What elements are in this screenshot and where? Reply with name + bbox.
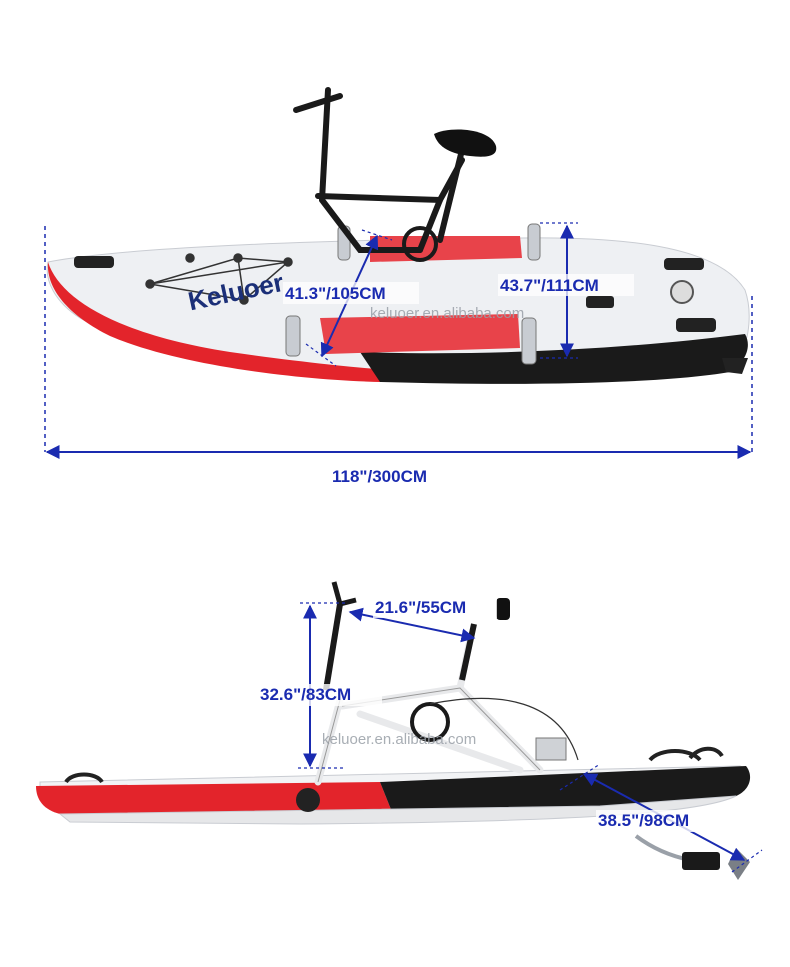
handle	[64, 772, 104, 784]
propeller-depth-label: 38.5"/98CM	[598, 811, 689, 830]
board-red-side	[36, 782, 392, 814]
seat-length-label: 41.3"/105CM	[285, 284, 386, 303]
gearbox	[535, 737, 567, 761]
frame-height-label: 43.7"/111CM	[500, 276, 599, 295]
propeller-motor	[682, 852, 720, 870]
top-view-dimensions: 118"/300CM 41.3"/105CM 43.7"/111CM	[44, 222, 753, 486]
chain-cable	[429, 697, 579, 761]
bike-frame-side	[314, 636, 544, 786]
handle	[586, 296, 614, 308]
bike-frame	[293, 87, 465, 262]
pontoon-front	[296, 788, 320, 812]
handle	[676, 318, 716, 332]
handle	[648, 749, 702, 762]
length-label: 118"/300CM	[332, 467, 427, 486]
handlebar	[331, 581, 357, 608]
dimension-extent-line	[559, 763, 601, 791]
handle	[74, 256, 114, 268]
bungee-cords	[145, 253, 293, 305]
handlebar-seat-label: 21.6"/55CM	[375, 598, 466, 617]
side-view-dimensions: 21.6"/55CM 32.6"/83CM 38.5"/98CM	[258, 596, 763, 873]
handlebar-stem	[323, 603, 343, 691]
watermark: keluoer.en.alibaba.com	[322, 731, 476, 748]
handlebar-seat-arrow	[348, 607, 476, 643]
rear-fin	[722, 358, 748, 374]
watermark: keluoer.en.alibaba.com	[370, 305, 524, 322]
handle	[664, 258, 704, 270]
propeller-shaft	[634, 834, 691, 862]
handle	[688, 746, 724, 760]
bike-seat	[434, 129, 497, 157]
seat-post	[459, 623, 477, 681]
side-view-board	[36, 581, 751, 880]
dimension-extent-line	[731, 849, 763, 873]
board-black-rail	[360, 334, 748, 384]
bike-seat	[496, 598, 510, 620]
top-view-board: Keluoer	[46, 87, 750, 384]
handlebar-height-label: 32.6"/83CM	[260, 685, 351, 704]
dimension-extent-line	[361, 229, 393, 241]
board-red-rail	[47, 262, 390, 382]
air-valve	[670, 280, 694, 304]
